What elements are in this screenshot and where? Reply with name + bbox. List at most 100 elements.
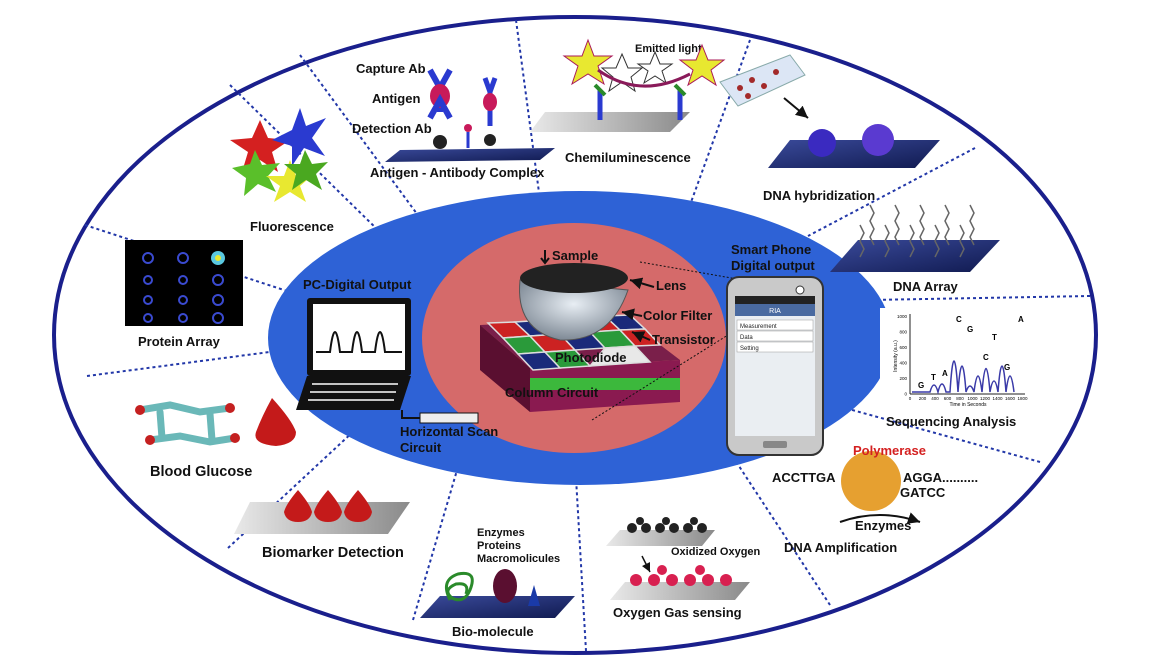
enzymes-label: Enzymes [855,518,911,533]
red-star-icon [230,120,290,172]
biomarker-drop-2 [314,490,342,522]
chromatogram-x-tick: 1400 [992,396,1003,401]
phone-menu-0[interactable]: Measurement [740,324,777,330]
dna-amplification-label: DNA Amplification [784,540,897,555]
antigen-label: Antigen [372,91,420,106]
chromatogram-x-tick: 1600 [1005,396,1016,401]
color-filter-label: Color Filter [643,308,712,323]
lens [519,279,629,341]
detection-ab-label: Detection Ab [352,121,432,136]
dna-ball-left [808,129,836,157]
yellow-star-icon [266,160,314,202]
macromolecules-item: Macromolicules [477,553,560,565]
bio-molecule-label: Bio-molecule [452,624,534,639]
chromatogram-x-tick: 0 [909,396,912,401]
sample-arrow-icon [540,250,550,265]
segment-dividers [84,19,1091,652]
blue-star-icon [272,108,326,166]
chromatogram-x-tick: 600 [944,396,952,401]
fluorescence-segment: Fluorescence [230,108,334,234]
chromatogram-y-tick: 400 [899,361,907,366]
pc-label: PC-Digital Output [303,277,412,292]
green-star-icon [232,150,280,196]
fluorescence-label: Fluorescence [250,219,334,234]
scan-label-1: Horizontal Scan [400,424,498,439]
sensor-chip: Sample Lens Color Filter Transistor Phot… [480,248,715,412]
chromatogram-y-tick: 200 [899,376,907,381]
bio-molecule-segment: Enzymes Proteins Macromolicules Bio-mole… [420,527,575,639]
chromatogram-y-axis-label: Intensity (a.u.) [893,340,899,372]
blood-drop-icon [255,398,296,446]
phone-menu-2[interactable]: Setting [740,346,759,352]
protein-array-segment: Protein Array [125,240,243,349]
chromatogram-peak-label: T [992,333,997,342]
photodiode-label: Photodiode [555,350,627,365]
chromatogram-trace [912,360,1015,395]
dna-ball-right [862,124,894,156]
dna-array-label: DNA Array [893,279,959,294]
dna-amplification-segment: ACCTTGA Polymerase AGGA.......... GATCC … [772,443,978,555]
sample-disk [520,263,628,293]
oxygen-sensing-label: Oxygen Gas sensing [613,605,742,620]
chromatogram-x-tick: 1800 [1017,396,1028,401]
chromatogram-x-tick: 200 [919,396,927,401]
chromatogram-peak-label: G [918,381,924,390]
phone-app-title: RIA [769,308,781,315]
phone-label-2: Digital output [731,258,815,273]
dna-array-segment: DNA Array [830,204,1000,294]
sample-label: Sample [552,248,598,263]
dna-hybridization-label: DNA hybridization [763,188,875,203]
enzymes-item: Enzymes [477,527,525,539]
dna-hybridization-segment: DNA hybridization [719,54,940,203]
seq-left-label: ACCTTGA [772,470,836,485]
sequencing-label: Sequencing Analysis [886,414,1016,429]
biomarker-drop-3 [344,490,372,522]
chromatogram-peak-label: C [983,353,989,362]
seq-bottom-label: GATCC [900,485,946,500]
smart-phone: Smart Phone Digital output RIA Measureme… [591,242,824,456]
biomarker-drop-1 [284,490,312,522]
lens-label: Lens [656,278,686,293]
chromatogram-x-tick: 800 [956,396,964,401]
protein-coil-icon [444,571,474,602]
chemiluminescence-segment: Emitted light Chemiluminescence [530,38,726,165]
chemiluminescence-label: Chemiluminescence [565,150,691,165]
chromatogram-peak-label: A [1018,315,1024,324]
protein-array-label: Protein Array [138,334,221,349]
chromatogram-x-tick: 1200 [980,396,991,401]
chromatogram-peak-label: T [931,373,936,382]
yellow-star-right-icon [678,43,726,87]
transistor-label: Transistor [652,332,715,347]
chromatogram-y-tick: 0 [904,392,907,397]
seq-right-label: AGGA.......... [903,470,978,485]
proteins-item: Proteins [477,540,521,552]
capture-ab-label: Capture Ab [356,61,426,76]
molecule-triangle-icon [528,585,540,606]
chromatogram-peak-label: C [956,315,962,324]
phone-label-1: Smart Phone [731,242,811,257]
oxygen-sensing-segment: Oxidized Oxygen Oxygen Gas sensing [606,517,761,620]
chromatogram-peak-label: G [1004,363,1010,372]
molecule-ellipse [493,569,517,603]
column-circuit-label: Column Circuit [505,385,599,400]
biomarker-segment: Biomarker Detection [234,490,410,561]
chromatogram-peak-label: G [967,325,973,334]
chromatogram-x-axis-label: Time in Seconds [949,402,987,408]
chromatogram-x-tick: 1000 [967,396,978,401]
phone-menu-1[interactable]: Data [740,335,753,341]
pc-waveform [316,331,402,353]
emitted-light-label: Emitted light [635,43,702,55]
oxidized-label: Oxidized Oxygen [671,546,761,558]
blood-glucose-label: Blood Glucose [150,464,252,480]
green-star2-icon [284,150,328,190]
chromatogram-peak-label: A [942,369,948,378]
polymerase-ball [841,451,901,511]
blood-glucose-segment: Blood Glucose [135,398,296,480]
chromatogram-y-tick: 600 [899,345,907,350]
biomarker-label: Biomarker Detection [262,545,404,561]
chromatogram-x-tick: 400 [931,396,939,401]
laptop-pc: PC-Digital Output Horizontal Scan Circui… [296,277,498,455]
antigen-antibody-segment: Capture Ab Antigen Detection Ab Antigen … [352,61,555,180]
